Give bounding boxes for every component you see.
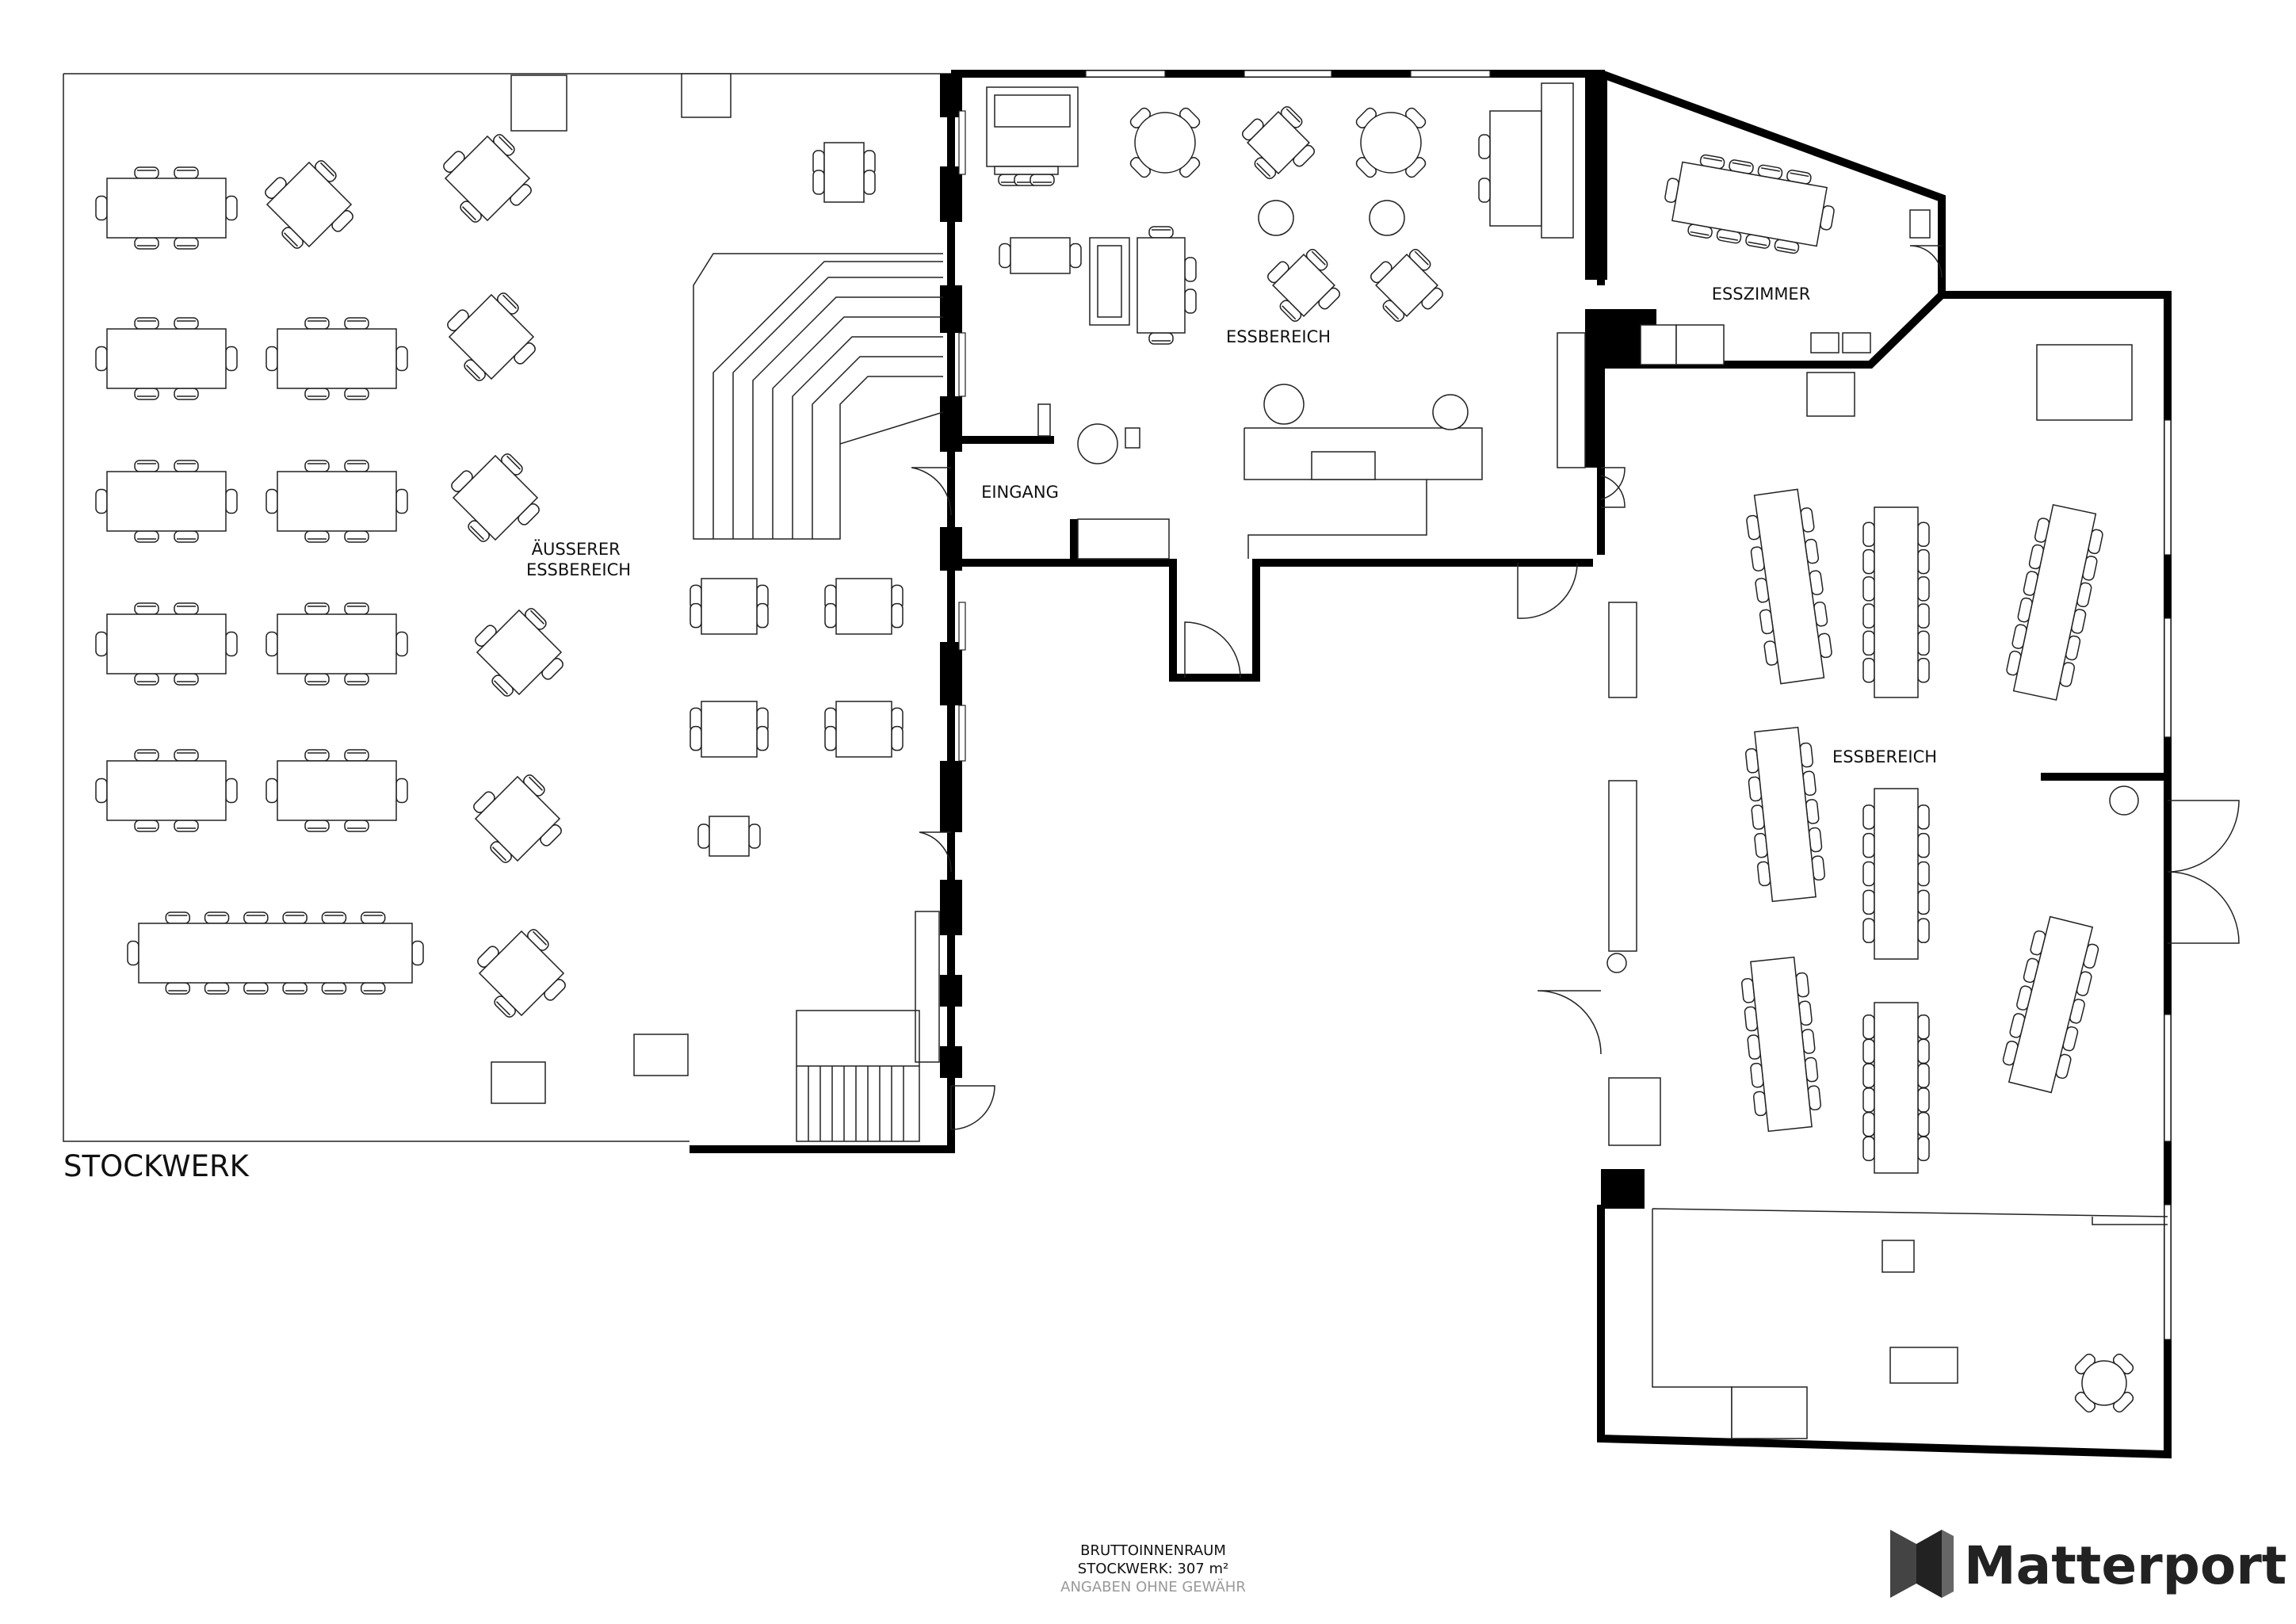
terrace-diamond-table — [475, 608, 563, 697]
terrace-table — [95, 166, 238, 250]
room-label-essbereich-right: ESSBEREICH — [1832, 747, 1937, 766]
dining-table — [994, 166, 1059, 186]
windows — [958, 70, 2172, 1340]
furniture-layer — [95, 73, 2168, 1439]
terrace-diamond-table — [477, 929, 566, 1018]
room-label-esszimmer: ESSZIMMER — [1712, 285, 1811, 304]
square-table — [1242, 106, 1315, 179]
esszimmer-box — [1909, 209, 1931, 239]
room-label-essbereich-top: ESSBEREICH — [1226, 327, 1331, 346]
terrace-box — [633, 1034, 689, 1076]
terrace-small-table — [690, 578, 769, 635]
entry-cabinet — [1037, 403, 1051, 437]
doors — [911, 245, 2240, 1130]
square-table — [1267, 249, 1340, 322]
terrace-diamond-table — [443, 134, 532, 223]
terrace-table — [95, 317, 238, 400]
lounge-round-table — [2074, 1353, 2134, 1413]
esszimmer-cabinet — [1640, 324, 1677, 365]
room-labels: ÄUSSERER ESSBEREICH ESSBEREICH EINGANG E… — [526, 285, 1937, 766]
footer-line-2: STOCKWERK: 307 m² — [1078, 1561, 1228, 1577]
plant — [1369, 200, 1405, 236]
esszimmer-cabinet — [1675, 324, 1725, 365]
footer-line-3: ANGABEN OHNE GEWÄHR — [1060, 1579, 1246, 1595]
stool-box — [1125, 427, 1140, 449]
entry-shelf — [1077, 518, 1170, 560]
plant — [2109, 785, 2139, 816]
bench — [1089, 237, 1130, 326]
terrace-table — [95, 749, 238, 832]
round-table — [1129, 107, 1201, 178]
esszimmer-table — [1664, 154, 1835, 254]
long-table — [1741, 956, 1821, 1133]
bar-stool — [1263, 384, 1305, 425]
plant — [1258, 200, 1294, 236]
terrace-small-table — [824, 701, 904, 758]
dining-table — [999, 237, 1082, 274]
long-table — [1746, 488, 1832, 685]
terrace-diamond-table — [451, 453, 540, 542]
bar-stool — [1432, 394, 1469, 430]
terrace-table — [266, 317, 408, 400]
long-table — [2002, 915, 2099, 1094]
terrace-long-table — [127, 911, 424, 995]
long-table — [1862, 1002, 1930, 1174]
bar-counter — [1244, 427, 1483, 559]
terrace-table — [95, 602, 238, 686]
matterport-logo-icon — [1890, 1530, 1954, 1598]
terrace-small-table — [824, 578, 904, 635]
long-table — [1862, 506, 1930, 698]
esszimmer-chair — [1842, 332, 1871, 353]
display-cabinet — [2036, 344, 2133, 421]
square-table — [1370, 249, 1443, 322]
area-footer: BRUTTOINNENRAUM STOCKWERK: 307 m² ANGABE… — [1060, 1542, 1246, 1595]
plant — [1606, 953, 1627, 973]
outer-terrace-outline — [63, 73, 951, 1142]
terrace-box — [681, 73, 732, 118]
sink — [1311, 451, 1376, 480]
terrace-table — [266, 460, 408, 543]
curved-stair — [693, 253, 944, 540]
terrace-diamond-table — [447, 292, 536, 381]
sofa — [1489, 110, 1542, 227]
stool — [1077, 423, 1118, 464]
brand-name: Matterport — [1964, 1535, 2286, 1596]
terrace-diamond-table — [473, 774, 562, 863]
terrace-table — [266, 749, 408, 832]
straight-stair — [796, 911, 940, 1142]
wall-cabinet — [1608, 602, 1637, 698]
wall-cabinet — [1608, 780, 1637, 952]
long-table — [2006, 504, 2103, 701]
lounge-box — [1881, 1240, 1915, 1273]
lounge-box — [1731, 1386, 1808, 1439]
matterport-logo: Matterport — [1890, 1530, 2286, 1598]
long-table — [1862, 788, 1930, 960]
terrace-planter — [510, 75, 567, 132]
esszimmer-chair — [1810, 332, 1839, 353]
long-table — [1745, 726, 1825, 903]
terrace-box — [491, 1061, 546, 1104]
lounge-table — [1889, 1347, 1958, 1384]
terrace-small-table — [812, 142, 876, 203]
cabinet — [1557, 332, 1586, 468]
floor-title: STOCKWERK — [63, 1149, 250, 1183]
room-label-eingang: EINGANG — [981, 483, 1059, 502]
terrace-small-table — [690, 701, 769, 758]
side-cabinet — [1806, 372, 1855, 417]
terrace-table — [266, 602, 408, 686]
dining-table — [1137, 226, 1197, 345]
wall-cabinet — [1608, 1077, 1661, 1146]
round-table — [1355, 107, 1427, 178]
room-label-outer: ÄUSSERER ESSBEREICH — [526, 539, 631, 579]
terrace-small-table — [697, 816, 761, 857]
terrace-table — [95, 460, 238, 543]
footer-line-1: BRUTTOINNENRAUM — [1080, 1542, 1226, 1559]
terrace-diamond-table — [265, 160, 353, 249]
